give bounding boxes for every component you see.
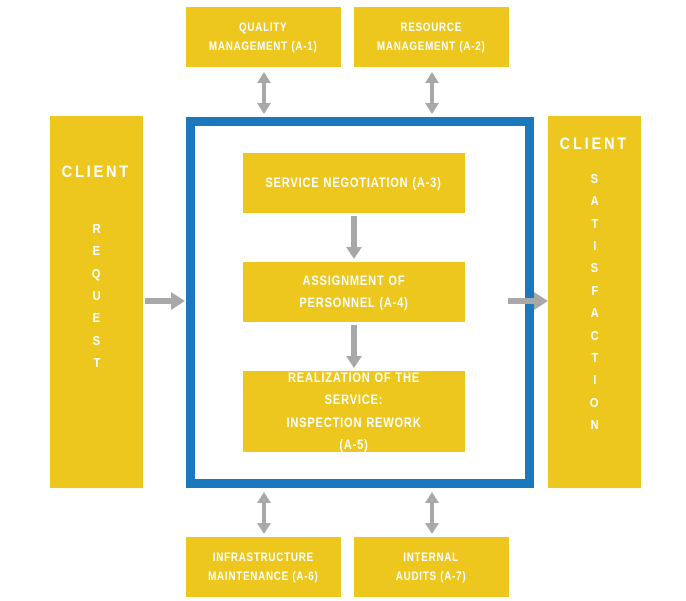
vertical-letter: T: [591, 215, 598, 231]
vertical-letter: I: [592, 238, 597, 254]
input-panel-vertical-word: R E Q U E S T: [91, 218, 101, 375]
process-box-resource-management[interactable]: RESOURCE MANAGEMENT (A-2): [354, 7, 509, 67]
output-panel-heading: CLIENT: [559, 134, 630, 153]
process-box-internal-audits[interactable]: INTERNAL AUDITS (A-7): [354, 537, 509, 597]
vertical-letter: S: [92, 332, 101, 348]
connector-internal-audits-link: [423, 492, 441, 534]
connector-input-to-process: [145, 291, 185, 311]
vertical-letter: I: [592, 372, 597, 388]
vertical-letter: T: [93, 355, 100, 371]
vertical-letter: A: [590, 305, 599, 321]
connector-resource-management-link: [423, 72, 441, 114]
process-box-assignment-of-personnel[interactable]: ASSIGNMENT OF PERSONNEL (A-4): [243, 262, 465, 322]
vertical-letter: C: [590, 327, 599, 343]
output-panel-vertical-word: S A T I S F A C T I O N: [589, 168, 599, 436]
process-box-quality-management[interactable]: QUALITY MANAGEMENT (A-1): [186, 7, 341, 67]
vertical-letter: E: [92, 243, 101, 259]
vertical-letter: Q: [92, 265, 101, 281]
process-box-infrastructure-maintenance[interactable]: INFRASTRUCTURE MAINTENANCE (A-6): [186, 537, 341, 597]
connector-a3-to-a4: [346, 216, 362, 259]
input-panel-client-request[interactable]: CLIENT R E Q U E S T: [50, 116, 143, 488]
vertical-letter: E: [92, 310, 101, 326]
process-box-label: INTERNAL AUDITS (A-7): [396, 550, 467, 583]
vertical-letter: R: [92, 221, 101, 236]
input-panel-heading: CLIENT: [61, 162, 132, 181]
process-box-label: ASSIGNMENT OF PERSONNEL (A-4): [299, 272, 409, 310]
process-box-label: QUALITY MANAGEMENT (A-1): [209, 20, 318, 53]
vertical-letter: F: [591, 282, 598, 298]
vertical-letter: S: [590, 171, 599, 186]
vertical-letter: T: [591, 349, 598, 365]
connector-process-to-output: [508, 291, 548, 311]
process-box-label: RESOURCE MANAGEMENT (A-2): [377, 20, 486, 53]
process-box-realization-of-the-service[interactable]: REALIZATION OF THE SERVICE: INSPECTION R…: [243, 370, 465, 452]
vertical-letter: A: [590, 193, 599, 209]
process-box-label: INFRASTRUCTURE MAINTENANCE (A-6): [208, 550, 319, 583]
vertical-letter: S: [590, 260, 599, 276]
process-box-label: REALIZATION OF THE SERVICE: INSPECTION R…: [286, 369, 422, 452]
connector-infrastructure-maintenance-link: [255, 492, 273, 534]
vertical-letter: O: [590, 394, 599, 410]
vertical-letter: U: [92, 288, 101, 304]
connector-quality-management-link: [255, 72, 273, 114]
process-box-service-negotiation[interactable]: SERVICE NEGOTIATION (A-3): [243, 153, 465, 213]
connector-a4-to-a5: [346, 325, 362, 368]
vertical-letter: N: [590, 416, 599, 432]
process-box-label: SERVICE NEGOTIATION (A-3): [265, 174, 443, 190]
output-panel-client-satisfaction[interactable]: CLIENT S A T I S F A C T I O N: [548, 116, 641, 488]
core-process-frame: SERVICE NEGOTIATION (A-3) ASSIGNMENT OF …: [186, 117, 534, 488]
